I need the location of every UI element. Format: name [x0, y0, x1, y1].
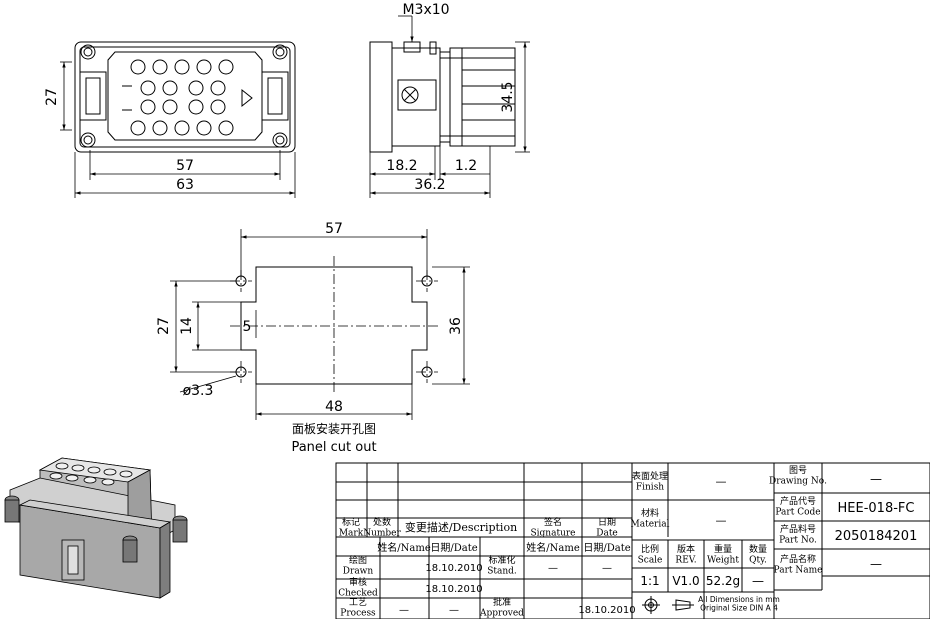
tb-stand-date: — [602, 563, 612, 574]
cutout-dimensions [170, 229, 470, 420]
connector-iso-view [4, 457, 188, 599]
tb-drawn-date: 18.10.2010 [425, 563, 482, 574]
dim-front-height: 27 [44, 88, 60, 106]
dim-side-depth-a: 18.2 [386, 158, 417, 174]
tb-name-header2: 姓名/Name [526, 541, 580, 554]
dim-cutout-top-width: 57 [325, 221, 343, 237]
tb-process-date: — [449, 605, 459, 616]
dim-side-depth-b: 1.2 [455, 158, 477, 174]
dim-side-total: 36.2 [414, 177, 445, 193]
dim-side-height: 34.5 [500, 81, 516, 112]
side-view [369, 41, 516, 153]
tb-drawing-no-value: — [870, 472, 882, 486]
dim-cutout-offset: 5 [243, 319, 252, 335]
tb-date-header: 日期/Date [430, 542, 477, 554]
tb-part-code-value: HEE-018-FC [838, 501, 915, 516]
dim-cutout-inner-height: 14 [179, 317, 195, 335]
tb-date-header2: 日期/Date [583, 542, 630, 554]
title-block-frame [335, 462, 930, 619]
tb-part-name-value: — [870, 557, 882, 571]
panel-cutout-label-en: Panel cut out [291, 440, 376, 455]
tb-material-value: — [716, 514, 727, 527]
dim-cutout-right-height: 36 [448, 317, 464, 335]
tb-scale-value: 1:1 [640, 574, 659, 588]
tb-approved-date: 18.10.2010 [578, 605, 635, 616]
dim-screw-callout: M3x10 [402, 2, 449, 18]
dim-front-inner-width: 57 [176, 158, 194, 174]
tb-checked-date: 18.10.2010 [425, 584, 482, 595]
dim-cutout-left-height: 27 [156, 317, 172, 335]
tb-process-name: — [399, 605, 409, 616]
panel-cutout-label-cn: 面板安装开孔图 [292, 421, 376, 436]
tb-part-no-value: 2050184201 [835, 529, 918, 544]
tb-qty-value: — [752, 574, 764, 588]
tb-rev-value: V1.0 [672, 574, 699, 588]
dim-hole-diameter: ø3.3 [183, 383, 214, 399]
tb-stand-name: — [548, 563, 558, 574]
tb-rev-description: 变更描述/Description [405, 520, 517, 534]
dim-cutout-bottom-width: 48 [325, 399, 343, 415]
tb-finish-value: — [716, 475, 727, 488]
panel-cutout-view [230, 256, 440, 395]
tb-name-header: 姓名/Name [377, 541, 431, 554]
dim-front-overall-width: 63 [176, 177, 194, 193]
front-dimensions [60, 61, 296, 198]
projection-symbol-icon [642, 596, 694, 614]
tb-weight-value: 52.2g [706, 574, 740, 588]
side-dimensions [369, 15, 530, 198]
front-view [74, 41, 296, 153]
